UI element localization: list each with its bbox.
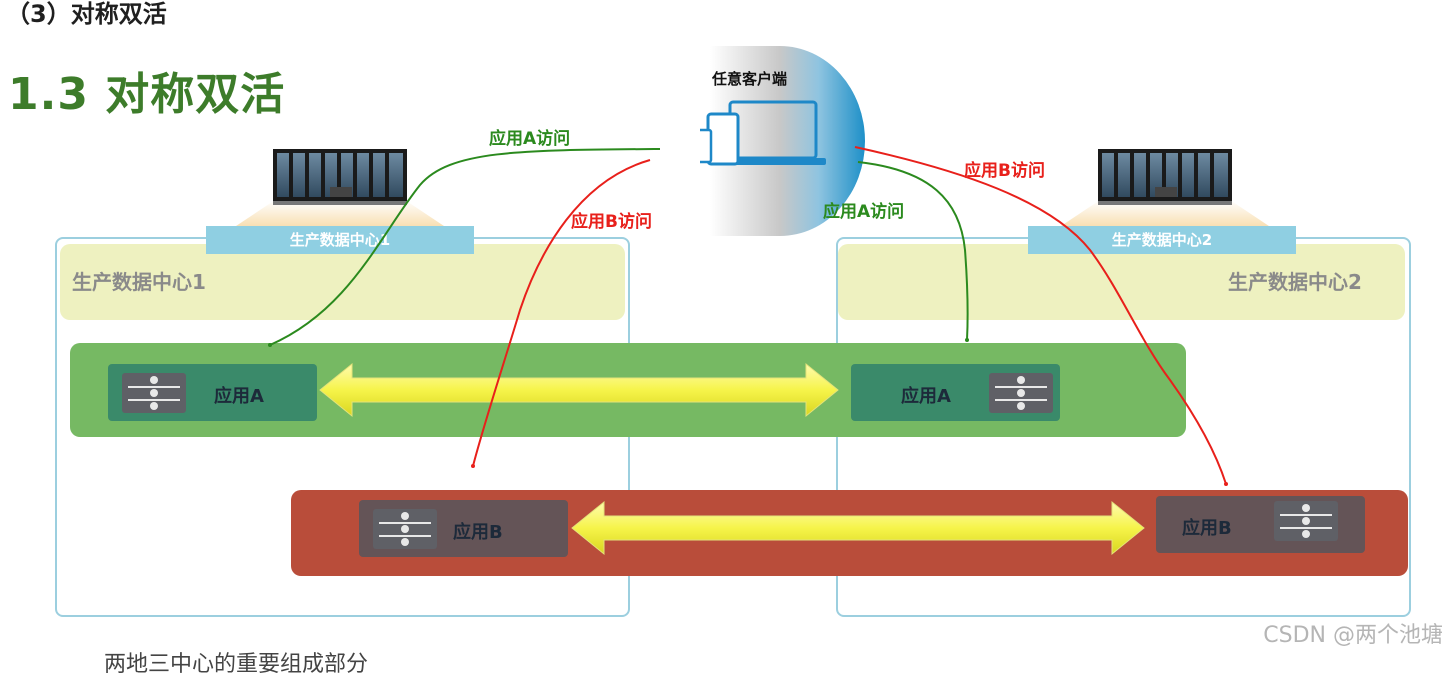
client-devices-icon [700, 46, 865, 236]
server-icon [122, 373, 186, 413]
datacenter-2-band [838, 244, 1405, 320]
app-b-node-right: 应用B [1156, 496, 1365, 553]
app-a-node-left: 应用A [108, 364, 317, 421]
access-b-label-left: 应用B访问 [571, 212, 652, 232]
client-label: 任意客户端 [712, 70, 788, 88]
double-arrow-icon [571, 500, 1145, 556]
datacenter-2-tab: 生产数据中心2 [1028, 226, 1296, 254]
app-a-label-left: 应用A [214, 386, 264, 407]
app-b-node-left: 应用B [359, 500, 568, 557]
footer-partial-text: 两地三中心的重要组成部分 [104, 652, 369, 677]
datacenter-2-band-label: 生产数据中心2 [1228, 270, 1362, 294]
server-icon [1274, 501, 1338, 541]
server-rack-icon [230, 149, 450, 230]
app-b-label-left: 应用B [453, 522, 503, 543]
app-a-node-right: 应用A [851, 364, 1060, 421]
page-heading: （3）对称双活 [6, 0, 167, 28]
slide-title: 1.3 对称双活 [8, 69, 286, 120]
server-icon [373, 509, 437, 549]
watermark: CSDN @两个池塘 [1263, 623, 1443, 648]
access-a-label-right: 应用A访问 [823, 202, 905, 222]
datacenter-1-band-label: 生产数据中心1 [72, 270, 206, 294]
access-paths [268, 146, 1228, 486]
app-a-label-right: 应用A [901, 386, 951, 407]
double-arrow-icon [319, 362, 839, 418]
app-b-label-right: 应用B [1182, 518, 1232, 539]
server-rack-icon [1055, 149, 1275, 230]
server-icon [989, 373, 1053, 413]
access-a-label-left: 应用A访问 [489, 129, 571, 149]
datacenter-1-tab: 生产数据中心1 [206, 226, 474, 254]
access-b-label-right: 应用B访问 [964, 161, 1045, 181]
